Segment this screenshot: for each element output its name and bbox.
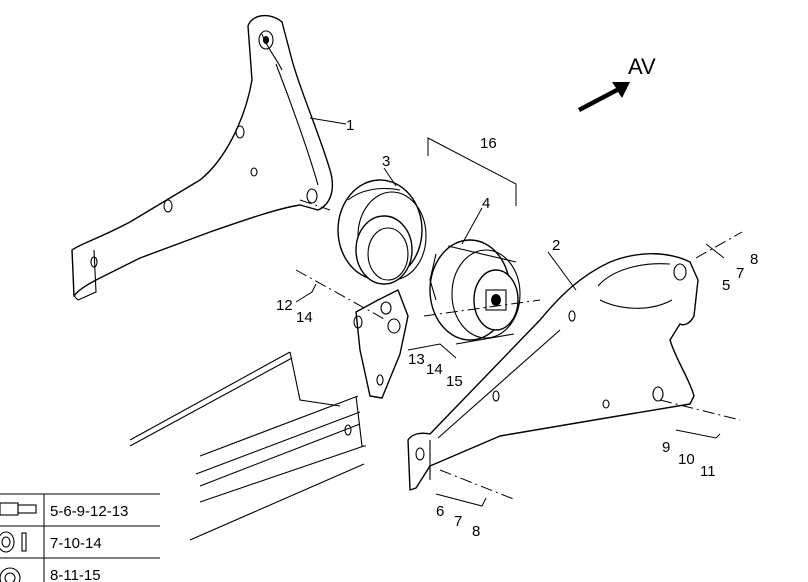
callout-4: 4	[482, 195, 490, 212]
callout-1: 1	[346, 117, 354, 134]
callout-7a: 7	[736, 265, 744, 282]
callout-14b: 14	[426, 361, 443, 378]
callout-9: 9	[662, 439, 670, 456]
callout-6: 6	[436, 503, 444, 520]
callout-11: 11	[700, 463, 716, 480]
bolt-icon	[0, 502, 37, 516]
callout-12: 12	[276, 297, 293, 314]
callout-13: 13	[408, 351, 425, 368]
callout-8b: 8	[472, 523, 480, 540]
callout-7b: 7	[454, 513, 462, 530]
leader-lines	[295, 117, 725, 507]
washer-icon	[0, 531, 27, 553]
callout-8a: 8	[750, 251, 758, 268]
callouts: 1 2 3 4 16 5 7 8 6 7 8 9 10 11 12 14 13 …	[276, 117, 758, 540]
direction-label: AV	[628, 54, 656, 79]
callout-15: 15	[446, 373, 463, 390]
callout-10: 10	[678, 451, 695, 468]
callout-5: 5	[722, 277, 730, 294]
center-lines	[295, 199, 743, 501]
legend-row-3-text: 8-11-15	[50, 567, 101, 582]
callout-16: 16	[480, 135, 497, 152]
bush-part-4	[429, 239, 521, 345]
legend-row-2-text: 7-10-14	[50, 535, 102, 552]
direction-arrow-icon: AV	[578, 54, 656, 112]
callout-14a: 14	[296, 309, 313, 326]
bracket-part-2	[407, 253, 699, 491]
legend-row-1-text: 5-6-9-12-13	[50, 503, 128, 520]
mount-part-3	[337, 179, 427, 399]
lower-rails	[129, 351, 366, 541]
bracket-part-1	[71, 15, 334, 301]
callout-2: 2	[552, 237, 560, 254]
callout-3: 3	[382, 153, 390, 170]
fastener-legend: 5-6-9-12-13 7-10-14 8-11-15	[0, 493, 160, 582]
nut-icon	[0, 567, 21, 582]
